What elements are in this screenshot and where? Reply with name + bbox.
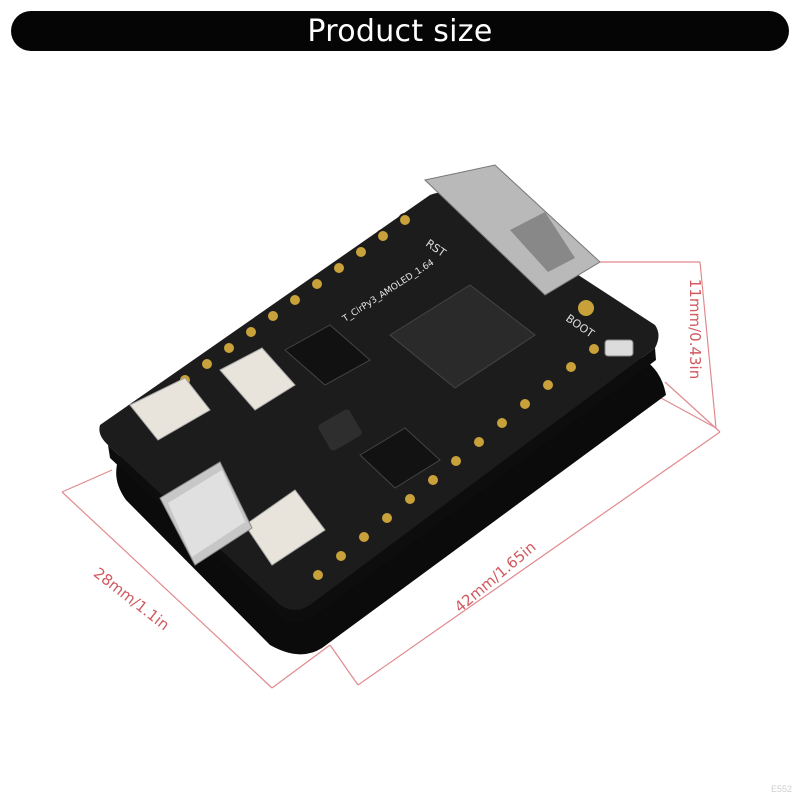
watermark: E552	[770, 784, 792, 794]
boot-button	[604, 339, 634, 357]
inductor	[318, 409, 362, 451]
connector-right	[244, 489, 326, 566]
header-pins-top	[178, 213, 412, 387]
flash-chip	[284, 324, 371, 386]
antenna-connector	[578, 300, 594, 316]
header-pins-bottom	[311, 342, 601, 582]
connector-left	[129, 377, 211, 441]
usb-chip	[359, 427, 441, 489]
title-bar: Product size	[11, 11, 789, 51]
page-title: Product size	[307, 13, 493, 49]
dimension-lines	[61, 261, 721, 689]
connector-middle	[219, 347, 296, 411]
main-chip	[389, 284, 536, 389]
height-dimension-label: 11mm/0.43in	[686, 278, 705, 380]
